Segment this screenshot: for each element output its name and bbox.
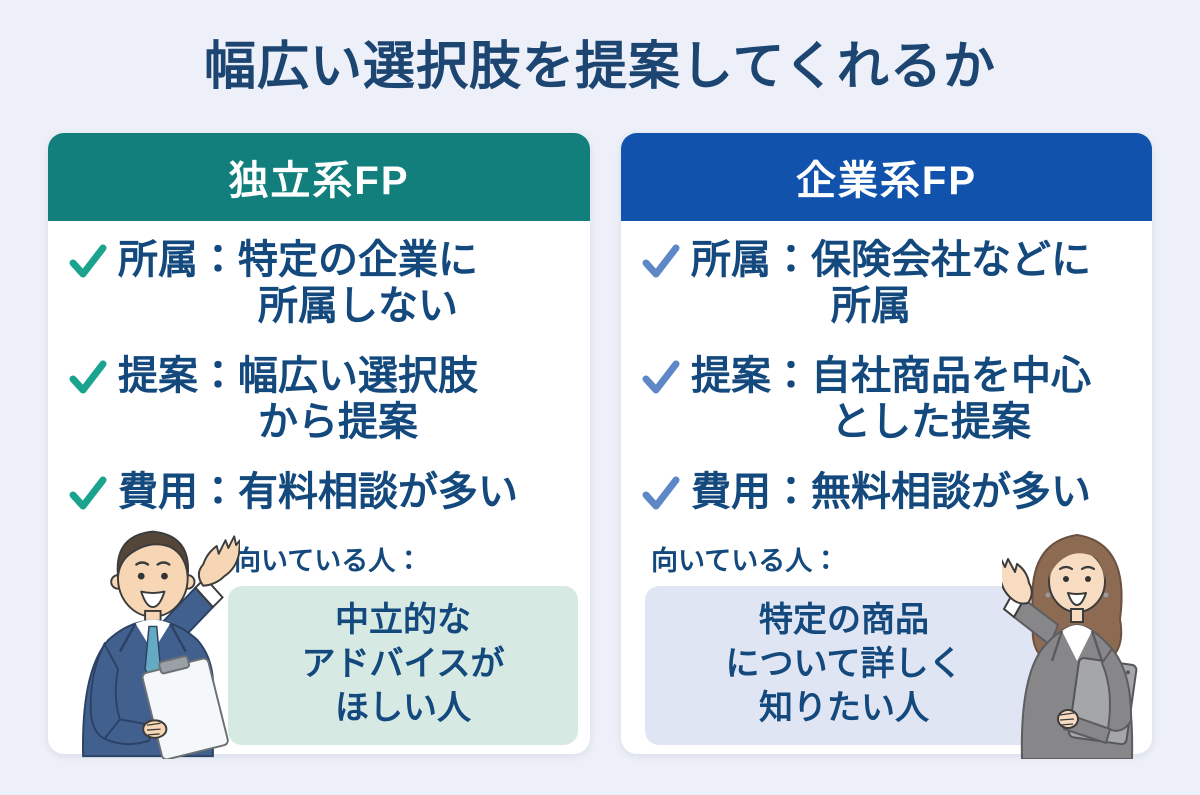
feature-item: 提案：自社商品を中心 とした提案: [641, 353, 1140, 445]
checkmark-icon: [641, 357, 681, 397]
card-header-corporate: 企業系FP: [621, 133, 1152, 221]
checkmark-icon: [68, 241, 108, 281]
fit-label: 向いている人：: [234, 546, 423, 576]
card-header-independent: 独立系FP: [48, 133, 590, 221]
feature-item: 所属：特定の企業に 所属しない: [68, 237, 578, 329]
feature-text: 提案：自社商品を中心 とした提案: [691, 354, 1091, 444]
fit-box: 中立的な アドバイスが ほしい人: [228, 586, 578, 745]
checkmark-icon: [641, 241, 681, 281]
card-corporate-fp: 企業系FP 所属：保険会社などに 所属 提案：自社: [621, 133, 1152, 759]
businesswoman-illustration: [1002, 533, 1138, 759]
feature-item: 所属：保険会社などに 所属: [641, 237, 1140, 329]
feature-item: 提案：幅広い選択肢 から提案: [68, 353, 578, 445]
feature-text: 所属：特定の企業に 所属しない: [118, 238, 478, 328]
checkmark-icon: [68, 473, 108, 513]
checkmark-icon: [641, 473, 681, 513]
comparison-cards: 独立系FP 所属：特定の企業に 所属しない 提案：: [0, 133, 1200, 759]
feature-item: 費用：有料相談が多い: [68, 469, 578, 515]
feature-text: 所属：保険会社などに 所属: [691, 238, 1091, 328]
feature-item: 費用：無料相談が多い: [641, 469, 1140, 515]
page-title: 幅広い選択肢を提案してくれるか: [204, 38, 996, 96]
feature-text: 提案：幅広い選択肢 から提案: [118, 354, 478, 444]
feature-text: 費用：有料相談が多い: [118, 470, 518, 514]
card-body-corporate: 所属：保険会社などに 所属 提案：自社商品を中心 とした提案: [621, 221, 1152, 759]
fit-box: 特定の商品 について詳しく 知りたい人: [645, 586, 1043, 745]
fit-section: 向いている人： 特定の商品 について詳しく 知りたい人: [645, 539, 1043, 745]
feature-text: 費用：無料相談が多い: [691, 470, 1091, 514]
checkmark-icon: [68, 357, 108, 397]
card-body-independent: 所属：特定の企業に 所属しない 提案：幅広い選択肢 から提案: [48, 221, 590, 759]
fit-section: 向いている人： 中立的な アドバイスが ほしい人: [228, 539, 578, 745]
fit-label: 向いている人：: [651, 546, 840, 576]
card-independent-fp: 独立系FP 所属：特定の企業に 所属しない 提案：: [48, 133, 590, 759]
businessman-illustration: [82, 530, 240, 759]
